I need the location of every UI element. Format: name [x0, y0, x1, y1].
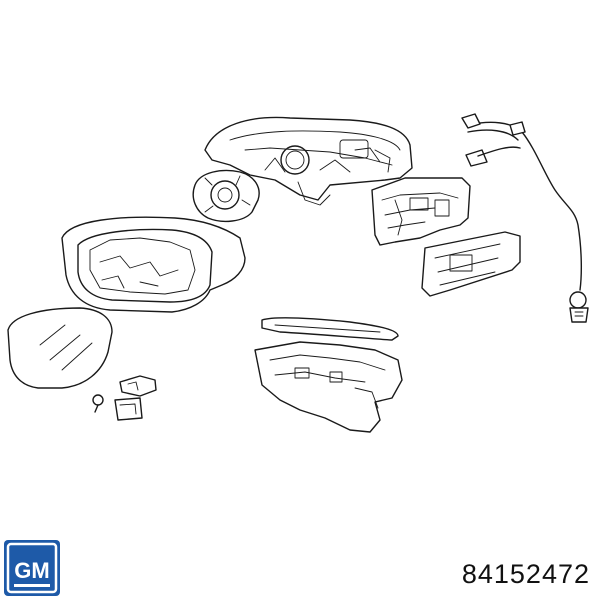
control-module: [421, 231, 521, 297]
svg-text:GM: GM: [14, 558, 49, 583]
gm-logo: GM: [4, 540, 60, 596]
motor-actuator: [192, 169, 260, 223]
wiring-harness: [461, 113, 589, 323]
mounting-bracket: [371, 177, 471, 246]
mirror-base-housing: [204, 116, 413, 206]
mirror-glass: [7, 307, 113, 389]
turn-signal-lens: [261, 317, 399, 341]
mirror-frame: [61, 216, 246, 313]
lower-cover: [254, 341, 403, 433]
small-hardware: [92, 375, 157, 421]
part-number: 84152472: [461, 559, 590, 589]
